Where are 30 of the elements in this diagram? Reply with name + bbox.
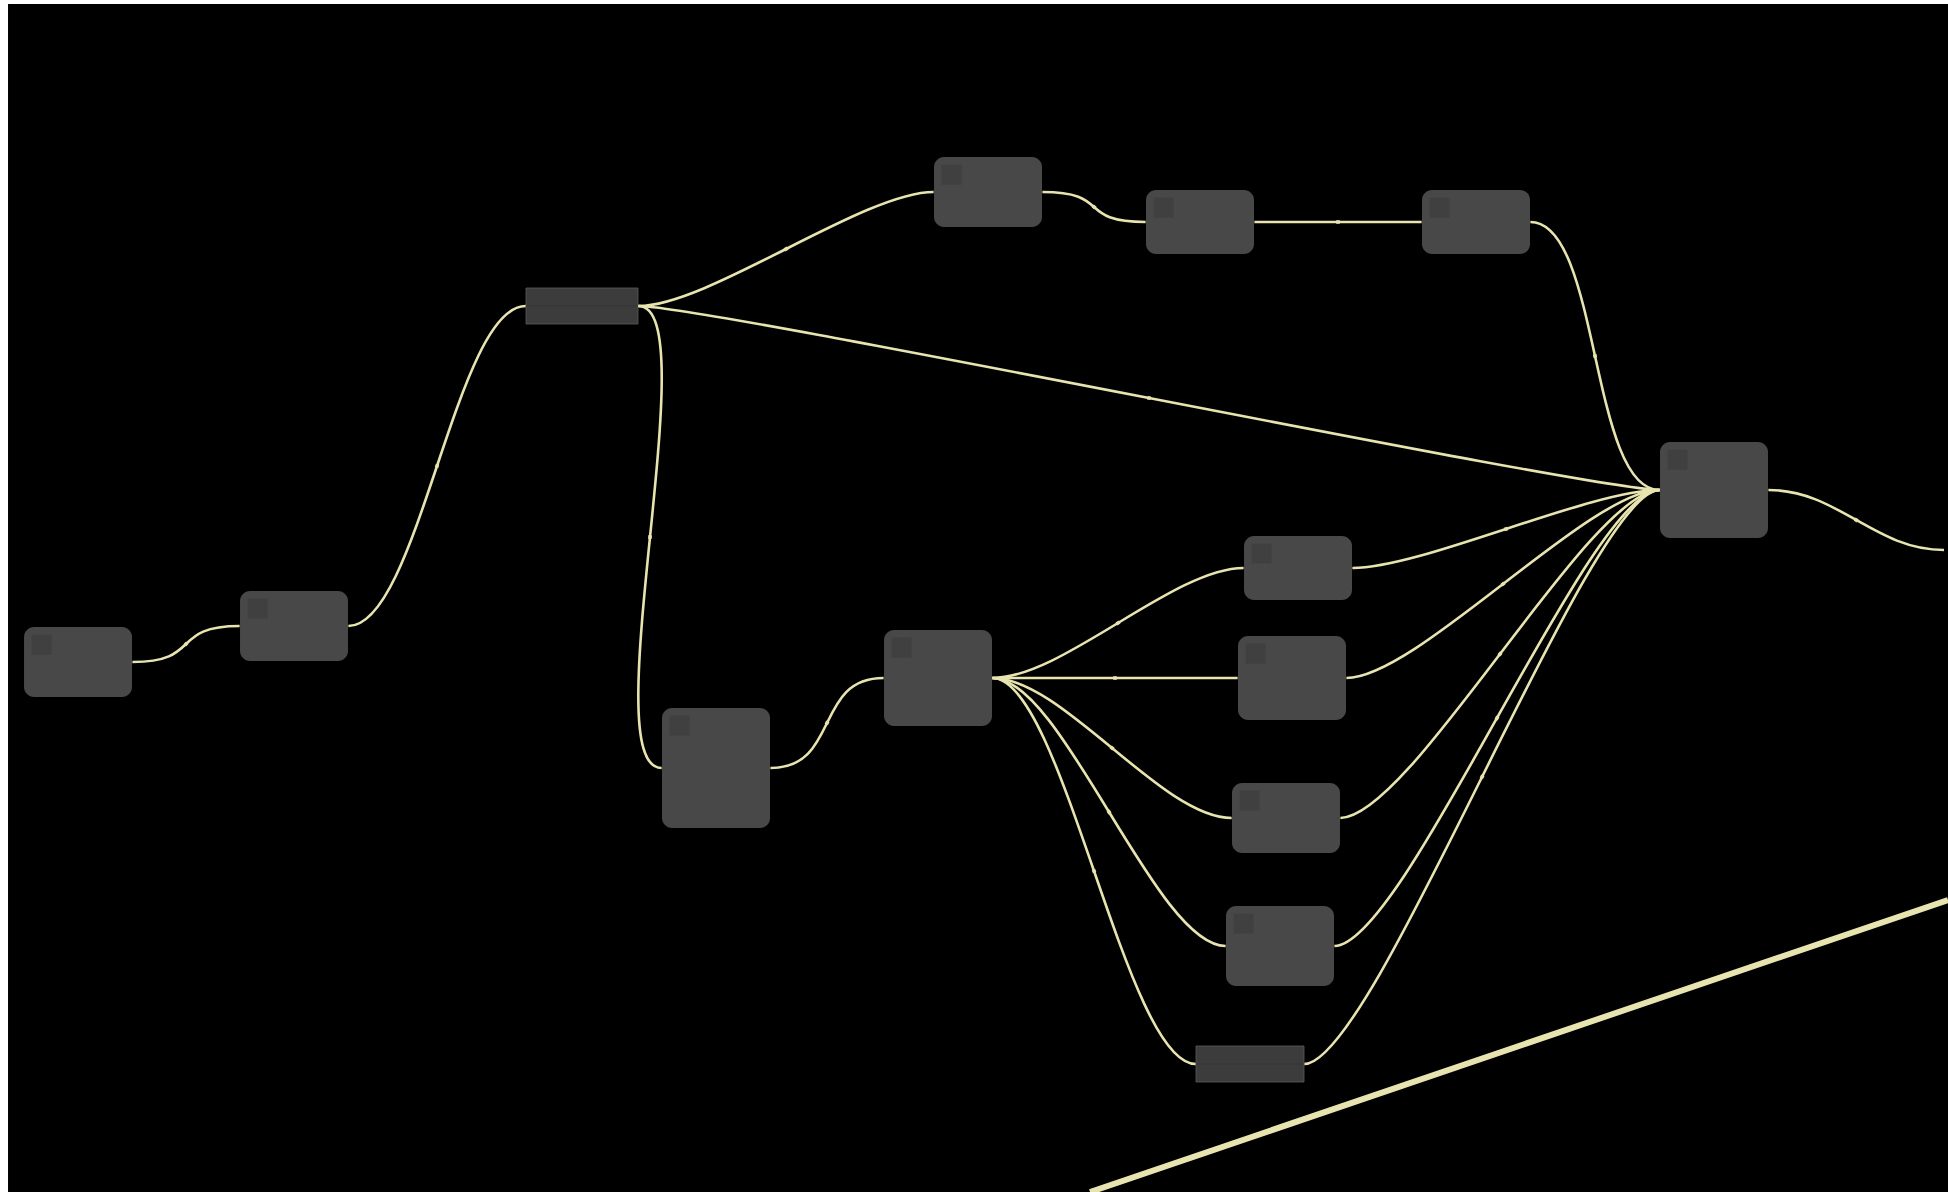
- connector: [1303, 488, 1661, 1066]
- node-box: [1232, 783, 1340, 853]
- node-box: [1660, 442, 1768, 538]
- node-box: [662, 708, 770, 828]
- connector: [638, 190, 934, 308]
- connector: [132, 624, 240, 664]
- connector: [1254, 220, 1422, 224]
- connector: [1346, 488, 1660, 680]
- node-box: [240, 591, 348, 661]
- node-box: [24, 627, 132, 697]
- node-box: [1244, 536, 1352, 600]
- node-bar: [1195, 1045, 1305, 1083]
- connector: [638, 304, 1660, 492]
- connector: [637, 304, 664, 770]
- node-box: [1422, 190, 1530, 254]
- node-box: [1226, 906, 1334, 986]
- connector: [1042, 190, 1146, 224]
- node-bar: [525, 287, 639, 325]
- connector: [1333, 488, 1661, 948]
- connector: [1530, 220, 1660, 492]
- connector: [992, 676, 1226, 948]
- connector: [347, 304, 527, 628]
- connector: [1768, 488, 1945, 552]
- node-box: [1146, 190, 1254, 254]
- connector: [770, 676, 884, 770]
- node-box: [884, 630, 992, 726]
- connector: [992, 566, 1244, 680]
- node-box: [934, 157, 1042, 227]
- node-box: [1238, 636, 1346, 720]
- connector: [991, 676, 1197, 1066]
